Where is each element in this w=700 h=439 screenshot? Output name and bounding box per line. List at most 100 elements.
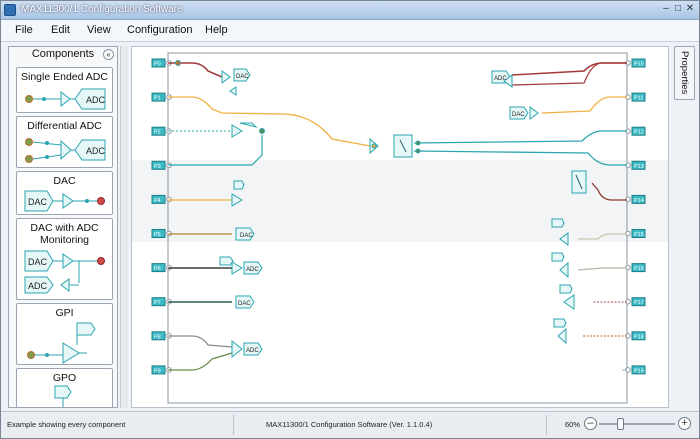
pin-label: P3	[154, 164, 161, 170]
menu-bar: File Edit View Configuration Help	[1, 20, 699, 42]
status-divider	[546, 415, 547, 435]
svg-text:ADC: ADC	[86, 95, 106, 105]
app-icon	[4, 4, 16, 16]
svg-text:ADC: ADC	[28, 281, 48, 291]
block-p8	[231, 339, 263, 359]
pin-p13[interactable]: P13	[625, 160, 646, 170]
pin-label: P12	[634, 130, 644, 136]
pin-label: P14	[634, 198, 644, 204]
window-title: MAX11300/1 Configuration Software	[21, 4, 183, 15]
wire-p3	[168, 135, 263, 166]
pin-label: P0	[154, 62, 161, 68]
pin-label: P7	[154, 300, 161, 306]
block-label: ADC	[246, 267, 259, 273]
pin-label: P16	[634, 266, 644, 272]
block-p0	[175, 60, 251, 96]
pin-p2[interactable]: P2	[151, 126, 172, 136]
svg-text:ADC: ADC	[86, 146, 106, 156]
wire-p8	[168, 335, 233, 348]
wire-p0	[168, 62, 223, 78]
component-label: DAC with ADC Monitoring	[30, 222, 99, 246]
properties-label: Properties	[679, 51, 690, 95]
block-p7	[235, 295, 255, 309]
component-dac[interactable]: DAC DAC	[16, 171, 113, 215]
pin-label: P5	[154, 232, 161, 238]
status-divider	[233, 415, 234, 435]
block-p6-dac	[219, 256, 234, 266]
gpi-glyph-icon	[27, 322, 96, 364]
pin-label: P1	[154, 96, 161, 102]
pin-p15[interactable]: P15	[625, 229, 646, 239]
component-gpo[interactable]: GPO	[16, 368, 113, 407]
dac-adc-glyph-icon: DAC ADC	[24, 250, 105, 294]
component-single-ended-adc[interactable]: Single Ended ADC ADC	[16, 67, 113, 113]
wire-p1	[168, 96, 371, 147]
pin-p11[interactable]: P11	[625, 92, 646, 102]
gpo-glyph-icon	[54, 385, 72, 407]
menu-file[interactable]: File	[15, 24, 33, 36]
zoom-out-icon[interactable]: –	[584, 417, 597, 430]
dac-glyph-icon: DAC	[24, 190, 105, 212]
menu-view[interactable]: View	[87, 24, 111, 36]
close-icon[interactable]: ✕	[685, 3, 695, 14]
component-label: Differential ADC	[27, 120, 102, 132]
pin-label: P2	[154, 130, 161, 136]
menu-help[interactable]: Help	[205, 24, 228, 36]
zoom-in-icon[interactable]: +	[678, 417, 691, 430]
component-label: GPI	[55, 307, 74, 319]
block-label: ADC	[246, 348, 259, 354]
pin-label: P15	[634, 232, 644, 238]
pin-label: P9	[154, 368, 161, 374]
menu-edit[interactable]: Edit	[51, 24, 70, 36]
wire-p13	[413, 150, 627, 166]
pin-label: P6	[154, 266, 161, 272]
properties-tab[interactable]: Properties	[674, 46, 695, 100]
pin-p18[interactable]: P18	[625, 331, 646, 341]
wire-p12	[413, 130, 627, 144]
block-p14	[571, 170, 587, 194]
block-p18	[553, 318, 567, 345]
pin-label: P18	[634, 334, 644, 340]
collapse-icon[interactable]: «	[103, 49, 114, 60]
zoom-slider[interactable]	[599, 423, 675, 425]
component-label: GPO	[52, 372, 77, 384]
pin-label: P8	[154, 334, 161, 340]
block-p2	[231, 122, 265, 138]
block-p5	[235, 227, 255, 241]
status-version: MAX11300/1 Configuration Software (Ver. …	[266, 420, 433, 429]
title-bar: MAX11300/1 Configuration Software – □ ✕	[1, 1, 699, 20]
zoom-level: 60%	[565, 420, 581, 429]
menu-configuration[interactable]: Configuration	[127, 24, 193, 36]
component-differential-adc[interactable]: Differential ADC ADC	[16, 116, 113, 168]
component-dac-with-adc-monitoring[interactable]: DAC with ADC Monitoring DAC ADC	[16, 218, 113, 300]
pin-label: P13	[634, 164, 644, 170]
block-label: DAC	[512, 112, 525, 118]
block-p17	[559, 284, 575, 310]
pin-p12[interactable]: P12	[625, 126, 646, 136]
block-label: DAC	[236, 74, 249, 80]
pin-p17[interactable]: P17	[625, 297, 646, 307]
zoom-slider-thumb[interactable]	[617, 418, 624, 430]
pin-p4[interactable]: P4	[151, 194, 172, 204]
block-p15	[551, 218, 569, 246]
minimize-icon[interactable]: –	[663, 3, 669, 14]
block-label: ADC	[494, 76, 507, 82]
component-label: Single Ended ADC	[21, 71, 108, 83]
palette-title: Components	[31, 48, 95, 60]
block-center	[369, 134, 421, 158]
wire-p10b	[511, 62, 627, 86]
pin-label: P4	[154, 198, 161, 204]
maximize-icon[interactable]: □	[674, 3, 682, 14]
pin-label: P10	[634, 62, 644, 68]
diff-adc-glyph-icon: ADC	[25, 138, 106, 163]
wire-p9	[168, 352, 233, 371]
component-gpi[interactable]: GPI	[16, 303, 113, 365]
block-p11	[509, 106, 539, 120]
status-bar: Example showing every component MAX11300…	[1, 411, 699, 438]
adc-glyph-icon: ADC	[25, 88, 106, 110]
block-label: DAC	[238, 301, 251, 307]
pin-p16[interactable]: P16	[625, 263, 646, 273]
palette-scrollbar[interactable]	[120, 46, 128, 408]
